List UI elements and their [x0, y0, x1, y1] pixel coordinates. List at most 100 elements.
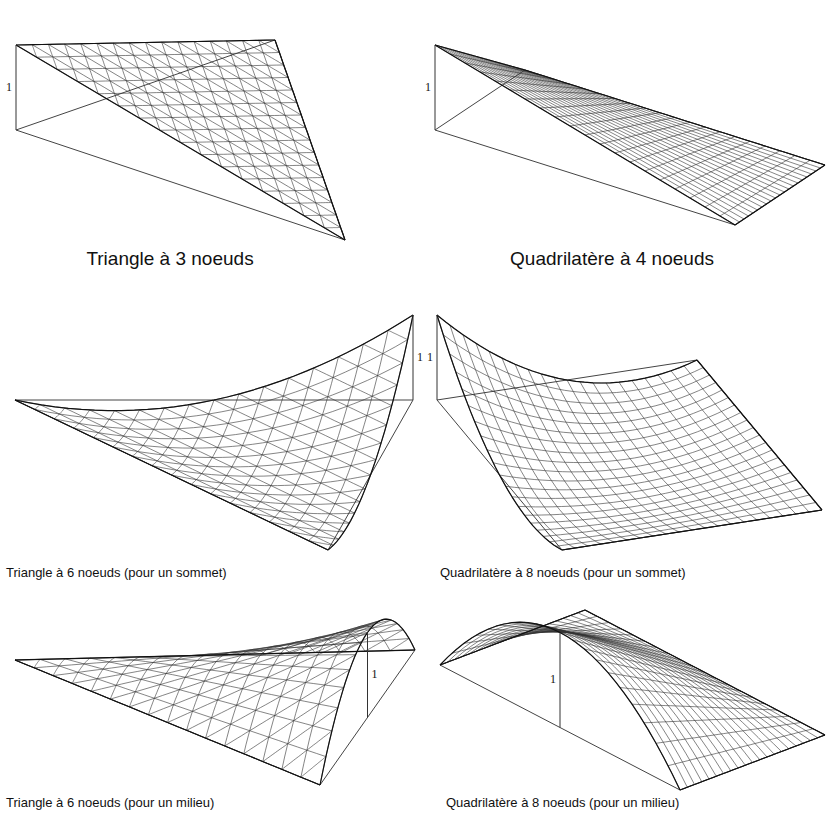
mesh-line: [283, 202, 332, 204]
mesh-line: [211, 494, 360, 505]
surface-edge: [15, 660, 320, 785]
mesh-line: [65, 44, 332, 202]
mesh-line: [549, 624, 789, 749]
mesh-line: [250, 513, 349, 524]
unit-value: 1: [372, 668, 378, 682]
mesh-line: [160, 128, 306, 131]
mesh-line: [172, 475, 371, 486]
base-outline: [440, 610, 825, 790]
mesh-line: [680, 735, 825, 790]
mesh-line: [140, 657, 350, 670]
mesh-line: [74, 385, 397, 439]
mesh-line: [632, 381, 757, 520]
mesh-line: [521, 69, 821, 168]
mesh-line: [97, 43, 323, 177]
mesh-line: [239, 394, 376, 460]
mesh-line: [320, 619, 415, 785]
mesh-line: [97, 43, 119, 106]
unit-value: 1: [6, 81, 12, 95]
mesh-line: [32, 45, 340, 228]
mesh-line: [578, 613, 818, 738]
mesh-line: [214, 400, 371, 475]
mesh-line: [593, 383, 718, 526]
mesh-line: [240, 625, 373, 654]
mesh-line: [534, 629, 774, 754]
mesh-line: [463, 335, 588, 546]
mesh-line: [37, 53, 280, 58]
mesh-line: [259, 40, 325, 228]
surface-edge: [15, 315, 413, 411]
unit-height-line: [16, 45, 17, 130]
mesh-line: [585, 610, 825, 735]
mesh-line: [72, 658, 90, 683]
mesh-line: [491, 631, 731, 771]
base-outline: [16, 40, 345, 240]
mesh-line: [189, 405, 365, 489]
mesh-line: [191, 394, 239, 484]
mesh-line: [119, 103, 297, 106]
mesh-line: [35, 405, 40, 410]
mesh-line: [264, 387, 381, 443]
mesh-line: [516, 68, 816, 172]
mesh-line: [40, 659, 326, 756]
mesh-line: [53, 659, 65, 676]
mesh-line: [515, 364, 640, 538]
unit-height-line: [413, 315, 414, 400]
mesh-line: [388, 330, 408, 339]
mesh-line: [15, 660, 320, 785]
plot-caption: Triangle à 6 noeuds (pour un sommet): [6, 566, 227, 581]
base-outline: [437, 360, 822, 550]
mesh-line: [556, 503, 816, 547]
mesh-line: [243, 41, 304, 216]
mesh-line: [489, 351, 614, 542]
mesh-line: [206, 649, 265, 738]
mesh-line: [513, 632, 753, 763]
surface-edge: [525, 70, 825, 165]
mesh-line: [656, 723, 801, 744]
unit-height-line: [435, 45, 436, 130]
mesh-line: [324, 227, 340, 228]
mesh-line: [484, 630, 724, 774]
mesh-line: [34, 639, 409, 668]
plot-caption: Quadrilatère à 8 noeuds (pour un milieu): [446, 796, 679, 811]
mesh-line: [201, 153, 314, 155]
mesh-line: [34, 659, 40, 667]
mesh-line: [132, 443, 381, 467]
mesh-line: [164, 408, 360, 502]
mesh-line: [81, 44, 99, 94]
surface-edge: [440, 610, 585, 665]
mesh-line: [178, 42, 222, 167]
mesh-line: [481, 413, 741, 454]
mesh-line: [525, 70, 825, 165]
unit-value: 1: [550, 673, 556, 687]
mesh-line: [225, 646, 290, 746]
mesh-line: [563, 618, 803, 743]
mesh-line: [301, 626, 390, 777]
mesh-line: [162, 42, 201, 155]
mesh-line: [129, 43, 314, 153]
mesh-line: [443, 335, 703, 393]
surface-edge: [585, 610, 825, 735]
plot-caption: Triangle à 6 noeuds (pour un milieu): [6, 796, 214, 811]
mesh-line: [505, 632, 745, 766]
unit-value: 1: [427, 351, 433, 365]
base-outline: [435, 70, 825, 225]
mesh-line: [437, 315, 697, 383]
mesh-line: [450, 354, 710, 404]
mesh-line: [65, 44, 78, 82]
surface-edge: [680, 735, 825, 790]
mesh-line: [475, 405, 735, 443]
mesh-line: [619, 382, 744, 522]
mesh-line: [502, 358, 627, 540]
mesh-line: [210, 41, 262, 191]
surface-edge: [435, 45, 735, 225]
base-outline: [15, 650, 415, 785]
mesh-line: [498, 631, 738, 768]
mesh-line: [16, 45, 345, 240]
mesh-line: [211, 387, 264, 494]
plot-caption: Quadrilatère à 8 noeuds (pour un sommet): [440, 566, 686, 581]
mesh-line: [571, 616, 811, 741]
surface-edge: [328, 315, 413, 550]
surface-edge: [440, 622, 680, 790]
mesh-line: [65, 408, 339, 539]
